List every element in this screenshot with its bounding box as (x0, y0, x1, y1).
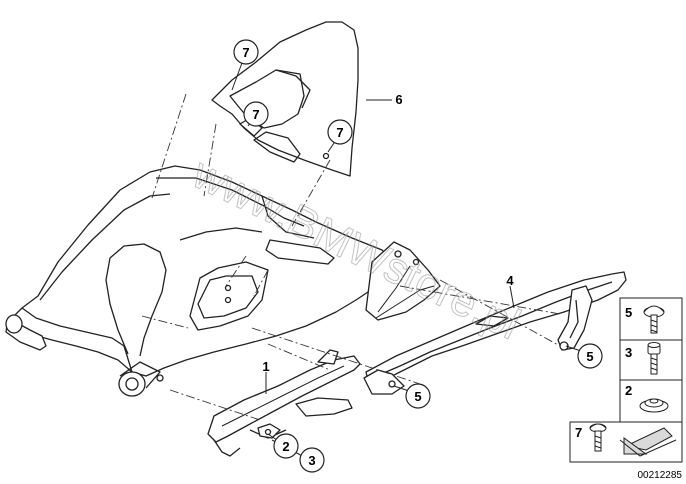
legend-2-number: 2 (625, 383, 632, 398)
callout-5-left-label: 5 (414, 389, 421, 404)
callout-7-middle: 7 (243, 101, 269, 127)
callout-3-label: 3 (308, 453, 315, 468)
callout-7-right-label: 7 (336, 125, 343, 140)
callout-5-right: 5 (577, 343, 603, 369)
diagram-code: 00212285 (638, 470, 683, 481)
grommet-icon (639, 398, 669, 413)
legend-3-number: 3 (625, 345, 632, 360)
dashed-guide-lines (141, 93, 561, 421)
swing-arm (5, 165, 441, 397)
rear-mudguard-part-6 (211, 21, 359, 177)
hex-bolt-icon (647, 342, 661, 375)
legend-item-2: 2 (625, 383, 669, 413)
legend-panel (569, 297, 683, 463)
legend-item-7: 7 (575, 423, 677, 457)
callout-5-right-label: 5 (586, 349, 593, 364)
legend-5-number: 5 (625, 305, 632, 320)
callout-2-label: 2 (282, 439, 289, 454)
reference-arrow-icon (619, 427, 677, 457)
legend-item-5: 5 (625, 305, 665, 334)
torx-screw-icon (643, 305, 665, 334)
callout-6-label: 6 (395, 92, 402, 107)
callout-2: 2 (273, 433, 299, 459)
screw-with-arrow-icon (589, 423, 607, 452)
callout-7-middle-label: 7 (252, 107, 259, 122)
callout-7-top: 7 (233, 39, 259, 65)
callout-1-label: 1 (262, 359, 269, 374)
callout-5-left: 5 (405, 383, 431, 409)
callout-4-label: 4 (506, 273, 514, 288)
legend-item-3: 3 (625, 342, 661, 375)
callout-7-top-label: 7 (242, 45, 249, 60)
legend-7-number: 7 (575, 425, 582, 440)
callout-7-right: 7 (327, 119, 353, 145)
callout-3: 3 (299, 447, 325, 473)
grommet-bolt-assembly (257, 397, 353, 439)
chain-slider-part-1 (207, 349, 361, 457)
